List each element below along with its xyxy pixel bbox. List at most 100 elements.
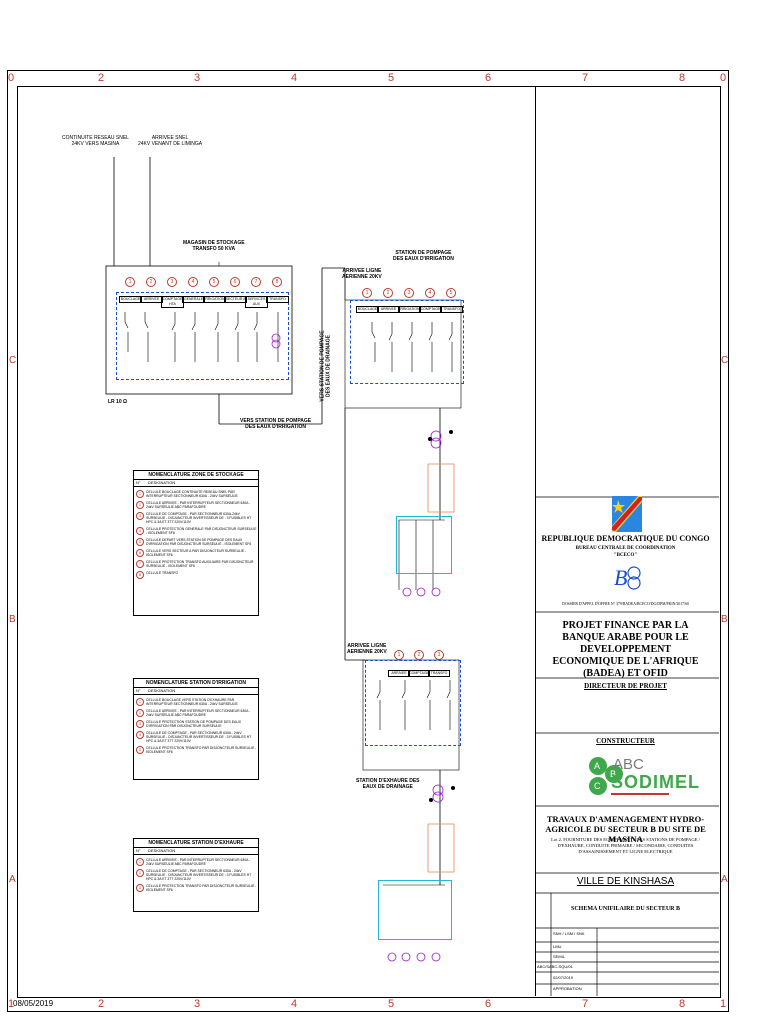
snel-arrival-label: ARRIVEE SNEL 24KV VENANT DE LIMINGA (138, 135, 203, 147)
irrigation-cell-label: COMPTAGE (419, 306, 442, 313)
irrigation-cell-label: ARRIVEE (377, 306, 400, 313)
print-date: 08/05/2019 (13, 999, 54, 1008)
bceco-logo-icon: B (614, 565, 641, 590)
row-letter-c-left: C (9, 355, 17, 366)
bottom-grid-number: 1 (720, 998, 727, 1010)
revision-row-c: SEMIL (553, 954, 566, 959)
nomenclature-irrigation-col-n: N° (136, 688, 141, 693)
bottom-grid-number: 7 (582, 998, 589, 1010)
irrigation-cell-number: 5 (446, 288, 456, 298)
title-block-lines (535, 496, 719, 996)
nomenclature-storage-row-number: 6 (136, 549, 144, 557)
nomenclature-drainage-row-text: CELLULE ARRIVEE - PAR INTERRUPTEUR SECTI… (146, 858, 251, 866)
drainage-cell-label: ARRIVEE (388, 670, 410, 677)
nomenclature-storage-col-n: N° (136, 480, 141, 485)
nomenclature-irrigation-row-text: CELLULE ARRIVEE - PAR INTERRUPTEUR SECTI… (146, 709, 251, 717)
nomenclature-irrigation-row-text: CELLULE BOUCLAGE VERS STATION D'EXHAURE … (146, 698, 238, 706)
storage-cell-number: 4 (188, 277, 198, 287)
storage-cell-label: COMPTAGE HTA (161, 296, 184, 308)
nomenclature-irrigation-col-d: DESIGNATION (148, 688, 176, 693)
row-letter-b-left: B (9, 614, 16, 625)
storage-cell-label: IRRIGATION (203, 296, 226, 303)
constructor-label: CONSTRUCTEUR (596, 737, 655, 745)
country-name: REPUBLIQUE DEMOCRATIQUE DU CONGO (541, 534, 710, 543)
nomenclature-storage-row-number: 2 (136, 501, 144, 509)
storage-cell-label: TRANSFO (266, 296, 289, 303)
nomenclature-storage-row-text: CELLULE ARRIVEE - PAR INTERRUPTEUR SECTI… (146, 501, 251, 509)
storage-cell-number: 2 (146, 277, 156, 287)
nomenclature-drainage-col-n: N° (136, 848, 141, 853)
nomenclature-storage-col-d: DESIGNATION (148, 480, 176, 485)
nomenclature-storage-title: NOMENCLATURE ZONE DE STOCKAGE (134, 471, 258, 480)
approbation-label: APPROBATION (553, 986, 582, 991)
nomenclature-drainage-title: NOMENCLATURE STATION D'EXHAURE (134, 839, 258, 848)
nomenclature-storage-row-number: 4 (136, 527, 144, 535)
nomenclature-storage-header: N° DESIGNATION (134, 480, 258, 487)
nomenclature-irrigation-title: NOMENCLATURE STATION D'IRRIGATION (134, 679, 258, 688)
nomenclature-storage-row-number: 5 (136, 538, 144, 546)
irrigation-cell-number: 2 (383, 288, 393, 298)
bottom-grid-number: 4 (291, 998, 298, 1010)
irrigation-cell-number: 1 (362, 288, 372, 298)
irrigation-cell-number: 3 (404, 288, 414, 298)
bottom-grid-number: 1 (8, 998, 15, 1010)
director-label: DIRECTEUR DE PROJET (584, 682, 667, 690)
top-grid-number: 4 (291, 72, 298, 84)
top-grid-number: 2 (98, 72, 105, 84)
nomenclature-drainage-row-text: CELLULE DE COMPTAGE - PAR SECTIONNEUR 63… (146, 869, 252, 881)
nomenclature-irrigation-table: NOMENCLATURE STATION D'IRRIGATION N° DESI… (133, 678, 259, 780)
nomenclature-irrigation-row-text: CELLULE DE COMPTAGE - PAR SECTIONNEUR 63… (146, 731, 252, 743)
irrigation-cell-label: TRANSFO (440, 306, 463, 313)
storage-cell-label: SERVICES AUX (245, 296, 268, 308)
works-subtitle: Lot 2. FOURNITURE DES EQUIPEMENTS DES ST… (551, 837, 700, 854)
top-grid-number: 8 (679, 72, 686, 84)
nomenclature-storage-row-number: 3 (136, 512, 144, 520)
nomenclature-storage-row-text: CELLULE DEPART VERS STATION DE POMPAGE D… (146, 538, 252, 546)
row-letter-a-right: A (721, 874, 728, 885)
aerial-arrival-2-label: ARRIVEE LIGNE AERIENNE 20KV (347, 643, 387, 655)
bottom-grid-number: 2 (98, 998, 105, 1010)
aerial-arrival-1-label: ARRIVEE LIGNE AERIENNE 20KV (342, 268, 382, 280)
abc-label: ABC (613, 756, 644, 773)
drc-flag-icon (612, 496, 642, 532)
title-block (535, 86, 717, 996)
irrigation-cell-panel (350, 300, 464, 384)
nomenclature-irrigation-row-number: 2 (136, 709, 144, 717)
drawing-inner-frame (17, 86, 721, 998)
city-name: VILLE DE KINSHASA (576, 876, 675, 887)
drainage-cell-label: TRANSFO (428, 670, 450, 677)
storage-cell-number: 8 (272, 277, 282, 287)
svg-text:B: B (610, 769, 616, 779)
nomenclature-storage-row-number: 8 (136, 571, 144, 579)
nomenclature-irrigation-row-number: 4 (136, 731, 144, 739)
nomenclature-storage-row-number: 1 (136, 490, 144, 498)
svg-text:C: C (594, 781, 601, 791)
irrigation-pump-board (396, 516, 452, 574)
nomenclature-storage-row-text: CELLULE TRANSFO (146, 571, 179, 575)
nomenclature-drainage-col-d: DESIGNATION (148, 848, 176, 853)
irrigation-cell-label: IRRIGATION (398, 306, 421, 313)
nomenclature-drainage-table: NOMENCLATURE STATION D'EXHAURE N° DESIGNA… (133, 838, 259, 912)
sodimel-label: SODIMEL (611, 772, 701, 792)
nomenclature-irrigation-row-text: CELLULE PROTECTION TRANSFO PAR DISJONCTE… (146, 746, 257, 754)
drawing-title: SCHEMA UNIFILAIRE DU SECTEUR B (570, 906, 681, 912)
nomenclature-irrigation-row-number: 3 (136, 720, 144, 728)
row-letter-b-right: B (721, 614, 728, 625)
bottom-grid-number: 3 (194, 998, 201, 1010)
top-grid-number: 0 (720, 72, 727, 84)
abc-sodimel-logo-icon: A B C (589, 757, 623, 795)
storage-cell-panel (116, 292, 289, 380)
drainage-station-title: STATION D'EXHAURE DES EAUX DE DRAINAGE (356, 778, 420, 790)
sodimel-underline (611, 793, 669, 795)
svg-text:B: B (614, 565, 627, 590)
snel-continuity-label: CONTINUITE RESEAU SNEL 24KV VERS MASINA (62, 135, 129, 147)
nomenclature-drainage-row-text: CELLULE PROTECTION TRANSFO PAR DISJONCTE… (146, 884, 257, 892)
